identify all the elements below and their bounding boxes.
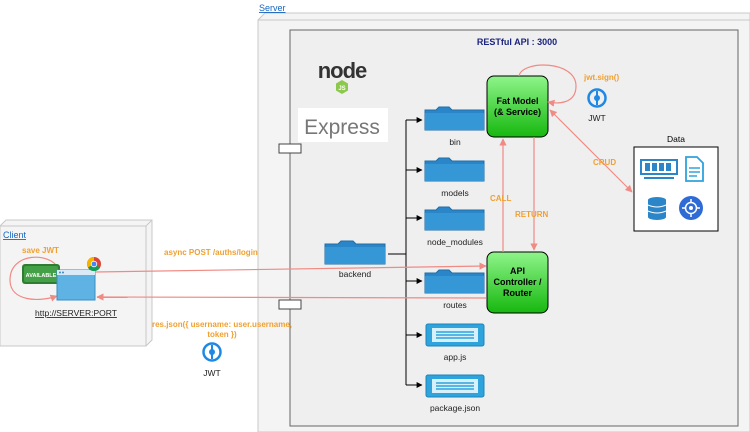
api-controller-node bbox=[486, 251, 549, 314]
save-jwt-arrow bbox=[9, 256, 59, 302]
database-icon bbox=[647, 197, 667, 220]
package-json-label: package.json bbox=[430, 403, 480, 413]
express-logo-bg bbox=[298, 108, 388, 142]
jwt-label-client: JWT bbox=[203, 368, 220, 378]
node-modules-folder-label: node_modules bbox=[427, 237, 483, 247]
node-logo: node JS bbox=[318, 58, 368, 94]
memory-icon bbox=[640, 159, 678, 179]
port-bottom bbox=[278, 299, 302, 310]
bin-folder-icon bbox=[424, 106, 485, 131]
models-folder-icon bbox=[424, 157, 485, 182]
data-title: Data bbox=[667, 134, 685, 144]
controller-line3: Router bbox=[503, 288, 532, 298]
jwt-sign-arrow bbox=[518, 64, 577, 107]
available-badge-text: AVAILABLE bbox=[26, 273, 57, 279]
chrome-icon bbox=[86, 256, 101, 272]
jwt-sign-label: jwt.sign() bbox=[583, 73, 619, 82]
login-request-label: async POST /auths/login bbox=[164, 248, 258, 257]
node-logo-text: node bbox=[318, 58, 367, 83]
cloud-service-icon bbox=[679, 196, 703, 220]
login-request-arrow bbox=[94, 262, 487, 273]
available-badge-icon: AVAILABLE bbox=[22, 264, 60, 284]
routes-folder-label: routes bbox=[443, 300, 467, 310]
save-jwt-label: save JWT bbox=[22, 246, 59, 255]
express-logo: Express bbox=[304, 116, 380, 139]
call-label: CALL bbox=[490, 194, 511, 203]
login-response-arrow bbox=[96, 293, 487, 301]
app-js-label: app.js bbox=[444, 352, 467, 362]
models-folder-label: models bbox=[441, 188, 468, 198]
package-json-file-icon bbox=[425, 374, 485, 398]
backend-folder-label: backend bbox=[339, 269, 371, 279]
bin-folder-label: bin bbox=[449, 137, 461, 147]
node-js-text: JS bbox=[338, 86, 345, 92]
controller-line1: API bbox=[510, 266, 525, 276]
jwt-icon-server bbox=[587, 88, 607, 108]
app-js-file-icon bbox=[425, 323, 485, 347]
crud-arrow bbox=[549, 109, 633, 193]
crud-label: CRUD bbox=[593, 158, 616, 167]
server-label[interactable]: Server bbox=[259, 3, 286, 13]
backend-folder-icon bbox=[324, 240, 386, 265]
response-line1: res.json({ username: user.username, bbox=[152, 320, 292, 329]
return-label: RETURN bbox=[515, 210, 549, 219]
document-icon bbox=[685, 156, 704, 182]
client-label[interactable]: Client bbox=[3, 230, 27, 240]
jwt-label-server: JWT bbox=[588, 113, 605, 123]
controller-line2: Controller / bbox=[493, 277, 542, 287]
folder-tree-lines bbox=[388, 117, 423, 388]
response-line2: token }) bbox=[207, 330, 237, 339]
jwt-icon-client bbox=[202, 342, 222, 362]
routes-folder-icon bbox=[424, 269, 485, 294]
node-modules-folder-icon bbox=[424, 206, 485, 231]
port-top bbox=[278, 143, 302, 154]
api-title: RESTful API : 3000 bbox=[477, 37, 557, 47]
fat-model-line2: (& Service) bbox=[494, 107, 541, 117]
fat-model-line1: Fat Model bbox=[497, 96, 539, 106]
browser-window-icon bbox=[56, 269, 96, 301]
client-url[interactable]: http://SERVER:PORT bbox=[35, 308, 117, 318]
